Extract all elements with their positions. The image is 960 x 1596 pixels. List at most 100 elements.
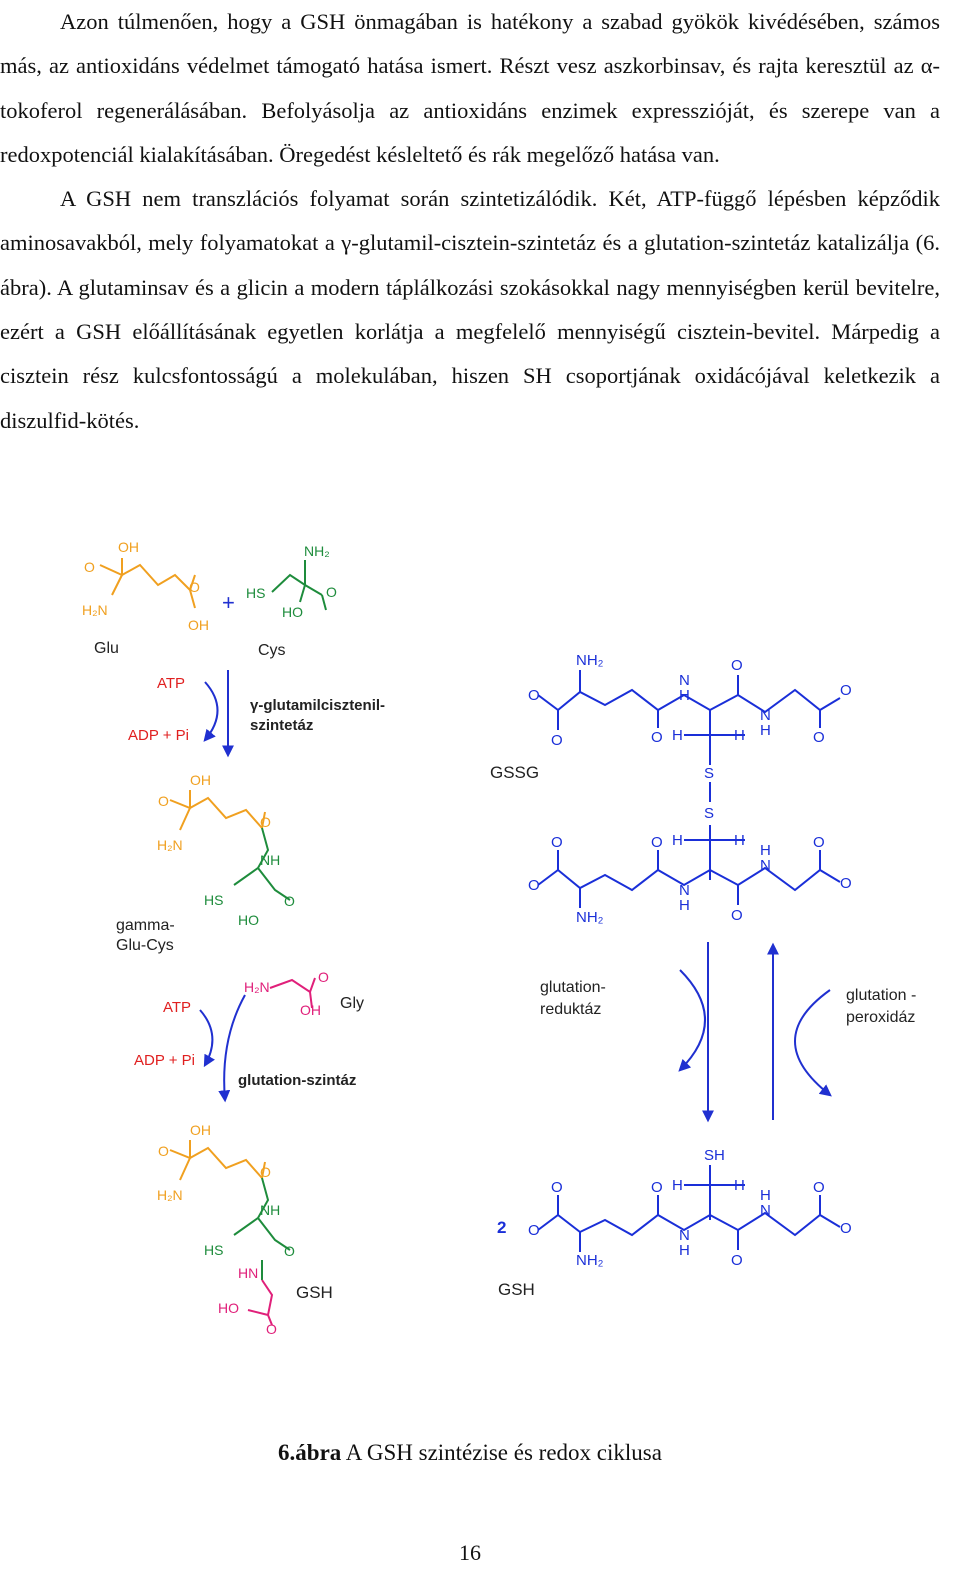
gssg-bot-o4: O bbox=[731, 907, 743, 924]
gsh-bot-o6: O bbox=[840, 1220, 852, 1237]
atp-1: ATP bbox=[157, 675, 185, 692]
gamma-label-2: Glu-Cys bbox=[116, 937, 174, 954]
gamma-o-left: O bbox=[158, 793, 169, 809]
gsh-bot-n1: N bbox=[679, 1227, 690, 1244]
gamma-nh: NH bbox=[260, 852, 280, 868]
gamma-hs: HS bbox=[204, 892, 223, 908]
gsh-bot-o1: O bbox=[528, 1222, 540, 1239]
gssg-top-chain bbox=[537, 670, 841, 765]
gamma-oh: OH bbox=[190, 772, 211, 788]
gly-h2n: H₂N bbox=[244, 979, 270, 995]
gsh-bot-o2: O bbox=[551, 1179, 563, 1196]
gssg-top-nh2: NH₂ bbox=[576, 652, 604, 669]
gsh-o: O bbox=[284, 1243, 295, 1259]
reductase-label-2: reduktáz bbox=[540, 1001, 601, 1018]
glu-o-right: O bbox=[189, 579, 200, 595]
reductase-label-1: glutation- bbox=[540, 979, 606, 996]
gsh-left-structure bbox=[169, 1140, 291, 1326]
gssg-s2: S bbox=[704, 805, 714, 822]
gsh-h2n: H₂N bbox=[157, 1187, 183, 1203]
adp-1: ADP + Pi bbox=[128, 727, 189, 744]
gsh-bot-n2: N bbox=[760, 1202, 771, 1219]
gly-label: Gly bbox=[340, 995, 364, 1012]
glu-oh-top: OH bbox=[118, 539, 139, 555]
gssg-top-h4: H bbox=[760, 722, 771, 739]
gssg-top-o6: O bbox=[840, 682, 852, 699]
gsh-bottom-label: GSH bbox=[498, 1280, 535, 1299]
peroxidase-label-1: glutation - bbox=[846, 987, 916, 1004]
glu-h2n: H₂N bbox=[82, 602, 108, 618]
caption-text: A GSH szintézise és redox ciklusa bbox=[341, 1440, 662, 1465]
gamma-o-right: O bbox=[260, 814, 271, 830]
paragraph-2: A GSH nem transzlációs folyamat során sz… bbox=[0, 186, 940, 433]
cys-label: Cys bbox=[258, 642, 286, 659]
cys-hs: HS bbox=[246, 585, 265, 601]
gsh-o-left: O bbox=[158, 1143, 169, 1159]
gsh-left-label: GSH bbox=[296, 1283, 333, 1302]
gsh-ho: HO bbox=[218, 1300, 239, 1316]
gssg-bot-h1: H bbox=[672, 832, 683, 849]
enzyme-2: glutation-szintáz bbox=[238, 1072, 356, 1089]
gsh-coefficient: 2 bbox=[497, 1218, 506, 1237]
gssg-top-o1: O bbox=[528, 687, 540, 704]
gssg-bot-o2: O bbox=[551, 834, 563, 851]
gssg-top-o3: O bbox=[651, 729, 663, 746]
gssg-top-h3: H bbox=[734, 727, 745, 744]
cys-nh2: NH₂ bbox=[304, 543, 330, 559]
figure-caption: 6.ábra A GSH szintézise és redox ciklusa bbox=[0, 1440, 940, 1466]
gsh-oh: OH bbox=[190, 1122, 211, 1138]
enzyme-1-line1: γ-glutamilcisztenil- bbox=[250, 697, 385, 714]
gssg-bot-h2: H bbox=[734, 832, 745, 849]
gssg-bot-n2: N bbox=[760, 857, 771, 874]
gly-o: O bbox=[318, 969, 329, 985]
gssg-top-h1: H bbox=[679, 687, 690, 704]
gamma-ho: HO bbox=[238, 912, 259, 928]
enzyme-1-line2: szintetáz bbox=[250, 717, 313, 734]
body-text: Azon túlmenően, hogy a GSH önmagában is … bbox=[0, 0, 940, 443]
gssg-bot-o3: O bbox=[651, 834, 663, 851]
gly-structure bbox=[269, 977, 316, 1009]
gsh-bottom-chain bbox=[537, 1165, 841, 1252]
peroxidase-curve bbox=[794, 989, 832, 1097]
adp-2: ADP + Pi bbox=[134, 1052, 195, 1069]
gly-curve bbox=[218, 994, 246, 1103]
gssg-top-n2: N bbox=[760, 707, 771, 724]
gssg-bottom-chain bbox=[537, 825, 841, 908]
gsh-bot-o4: O bbox=[731, 1252, 743, 1269]
gsh-bot-h1: H bbox=[672, 1177, 683, 1194]
glu-oh-right: OH bbox=[188, 617, 209, 633]
atp-2: ATP bbox=[163, 999, 191, 1016]
gssg-label: GSSG bbox=[490, 763, 539, 782]
peroxidase-label-2: peroxidáz bbox=[846, 1009, 915, 1026]
plus-sign: + bbox=[222, 590, 235, 615]
gly-oh: OH bbox=[300, 1002, 321, 1018]
gsh-bot-h4: H bbox=[760, 1187, 771, 1204]
gamma-glu-cys-structure bbox=[169, 790, 291, 901]
glu-label: Glu bbox=[94, 640, 119, 657]
gssg-s1: S bbox=[704, 765, 714, 782]
gamma-h2n: H₂N bbox=[157, 837, 183, 853]
gsh-bot-o3: O bbox=[651, 1179, 663, 1196]
gsh-bot-nh2: NH₂ bbox=[576, 1252, 604, 1269]
gssg-bot-h3: H bbox=[679, 897, 690, 914]
gsh-o-right: O bbox=[260, 1164, 271, 1180]
gssg-bot-n1: N bbox=[679, 882, 690, 899]
gsh-hs: HS bbox=[204, 1242, 223, 1258]
glu-structure bbox=[99, 558, 196, 609]
gsh-o-bottom: O bbox=[266, 1321, 277, 1337]
gssg-bot-o5: O bbox=[813, 834, 825, 851]
atp-curve-1 bbox=[203, 681, 219, 742]
gssg-top-h2: H bbox=[672, 727, 683, 744]
cys-structure bbox=[271, 560, 327, 611]
gsh-sh: SH bbox=[704, 1147, 725, 1164]
caption-number: 6.ábra bbox=[278, 1440, 342, 1465]
reductase-curve bbox=[678, 969, 706, 1072]
cys-ho: HO bbox=[282, 604, 303, 620]
gsh-hn: HN bbox=[238, 1265, 258, 1281]
gamma-label-1: gamma- bbox=[116, 917, 175, 934]
gssg-top-o5: O bbox=[813, 729, 825, 746]
page-number: 16 bbox=[459, 1540, 481, 1565]
gssg-top-o2: O bbox=[551, 732, 563, 749]
glu-o-left: O bbox=[84, 559, 95, 575]
gssg-bot-h4: H bbox=[760, 842, 771, 859]
